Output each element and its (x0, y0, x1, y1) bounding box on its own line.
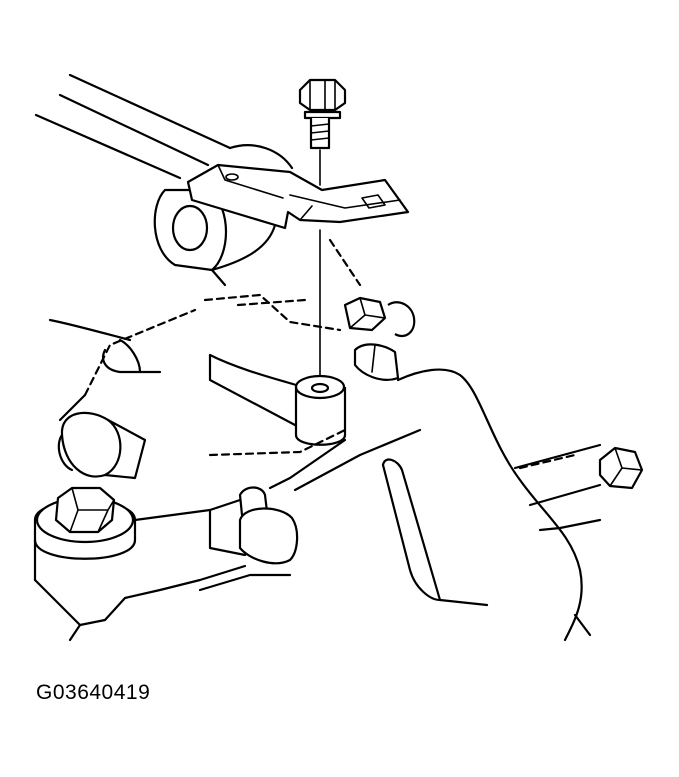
hex-bolt-lower-left (33, 486, 137, 582)
bolt (298, 78, 347, 150)
left-lower-boss (57, 411, 147, 480)
mounting-stud (294, 374, 347, 446)
housing-outline (58, 238, 362, 457)
housing-bolt-upper (343, 296, 416, 381)
lower-housing (33, 428, 422, 627)
upper-rail (34, 73, 294, 180)
base-plate (68, 573, 592, 642)
right-casting (381, 368, 644, 642)
left-ribs (48, 318, 298, 427)
bracket (186, 163, 410, 230)
figure-code-label: G03640419 (36, 681, 151, 704)
